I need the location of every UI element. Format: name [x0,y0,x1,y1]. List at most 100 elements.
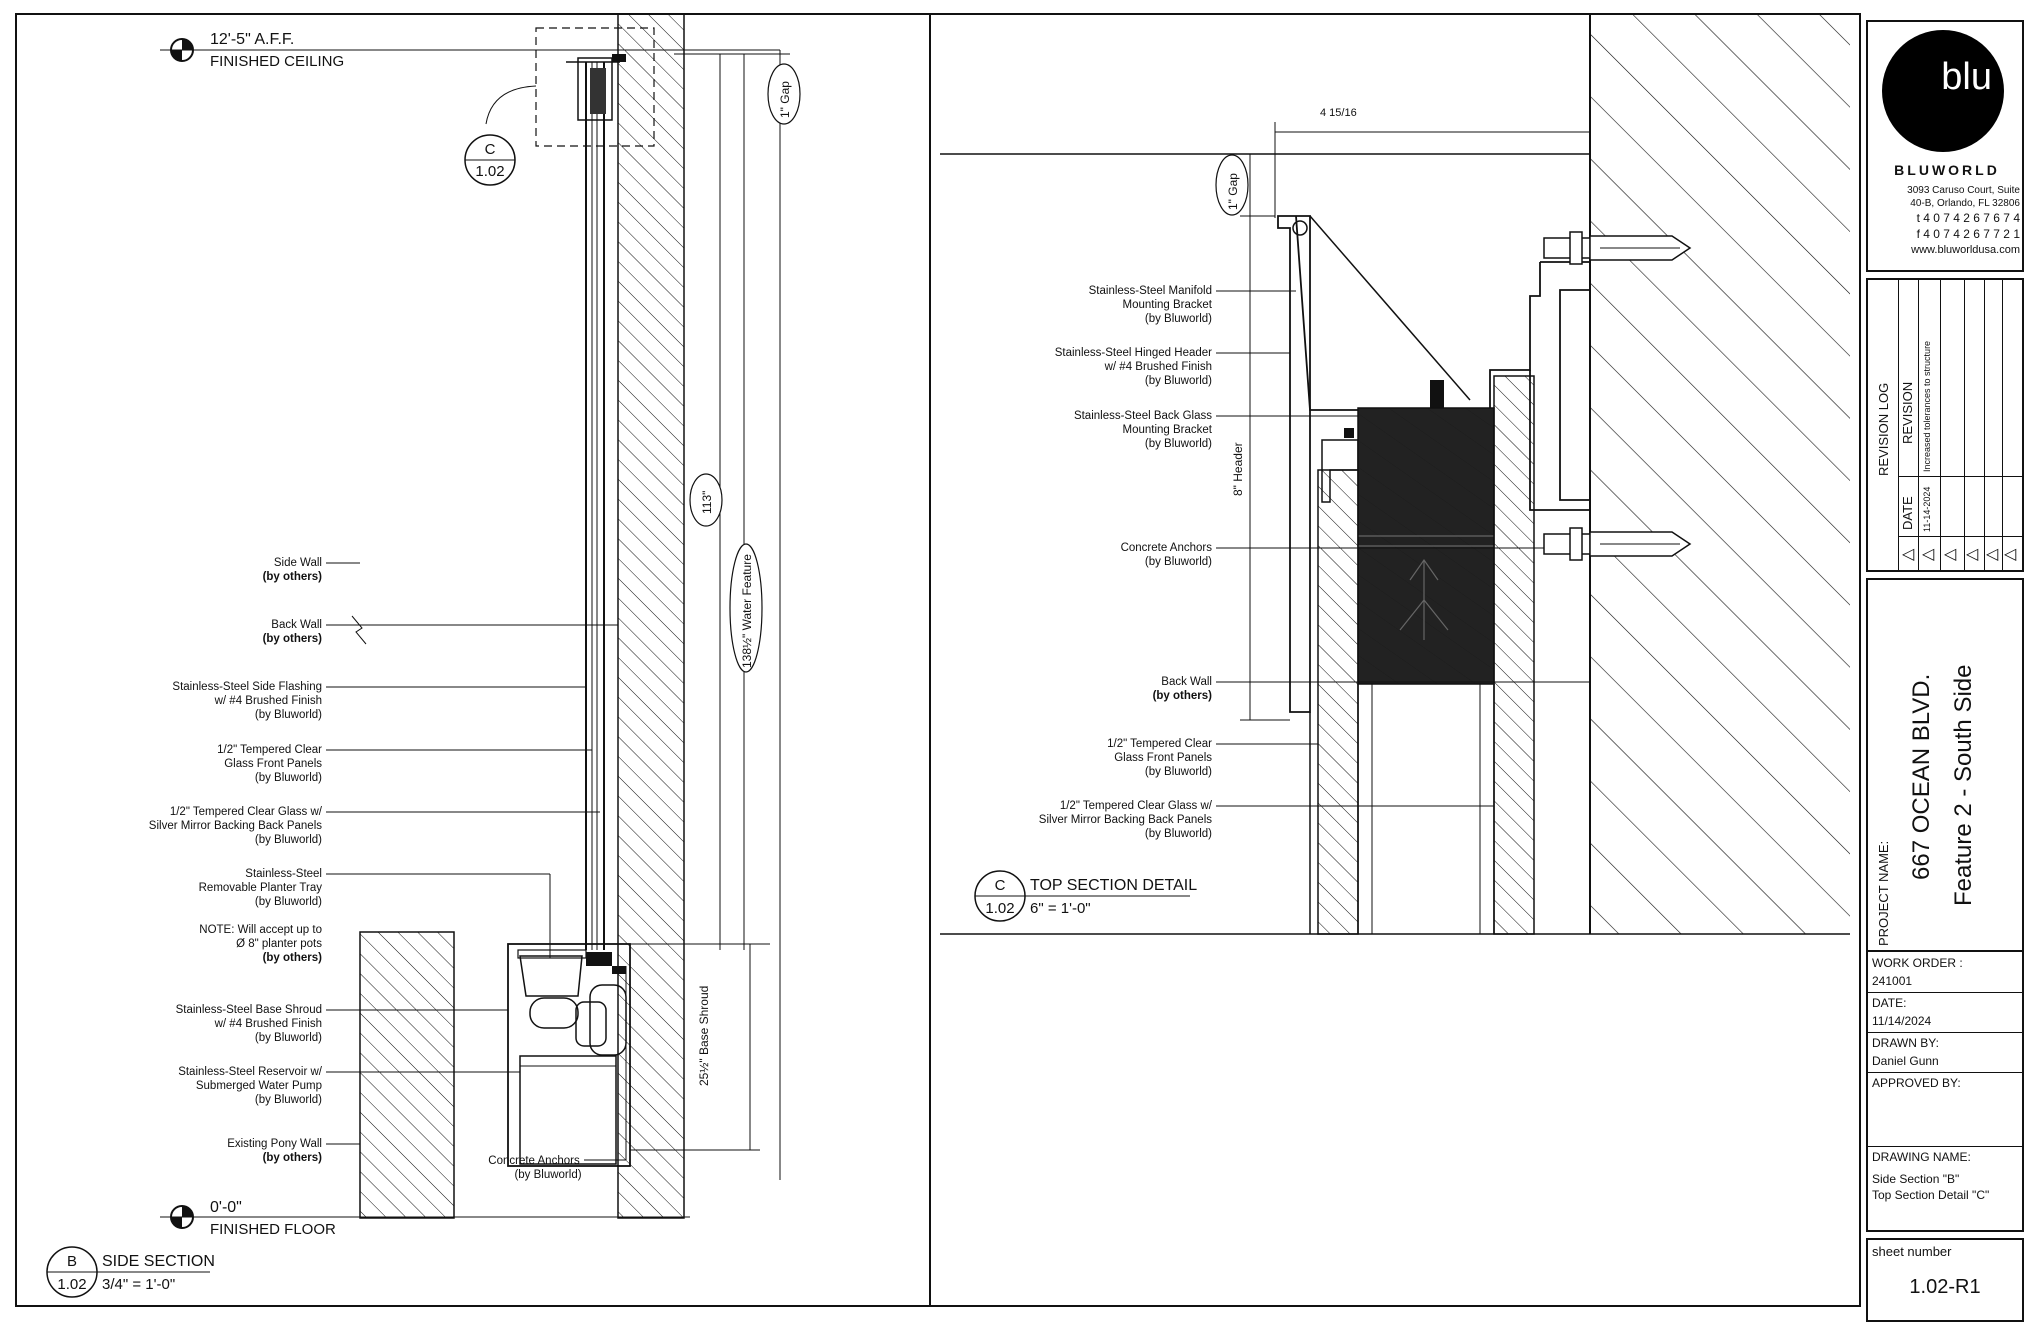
project-name-label: PROJECT NAME: [1876,840,1891,946]
detail-label-0-line1: Mounting Bracket [1123,299,1213,311]
ceiling-label-text: FINISHED CEILING [210,53,344,70]
logo-text: blu [1941,56,1992,98]
revision-triangle-2: ◁ [1922,546,1935,563]
front-glass-panel [1317,469,1359,935]
side-label-4-line0: 1/2" Tempered Clear Glass w/ [170,806,323,818]
sheet-number-box: sheet number 1.02-R1 [1866,1238,2024,1322]
side-label-6-line1: Ø 8" planter pots [236,938,322,950]
detail-label-2-line1: Mounting Bracket [1123,424,1213,436]
side-label-4-line2: (by Bluworld) [255,834,322,846]
revision-triangle-4: ◁ [1966,546,1979,563]
anchor-bottom [1543,527,1692,561]
date-header: DATE [1900,496,1915,530]
side-label-9-bold: (by others) [263,1152,323,1164]
top-detail-drawing: 4 15/16 1" Gap 8" Header [940,14,1850,935]
dim-top-text: 4 15/16 [1320,107,1357,119]
side-label-9-line0: Existing Pony Wall [227,1138,322,1150]
detail-label-5-line0: 1/2" Tempered Clear [1107,738,1212,750]
gap-cloud-side [767,63,801,125]
website-line: www.bluworldusa.com [1911,244,2020,256]
address-line-0: 3093 Caruso Court, Suite [1907,185,2020,196]
detail-c-sheet: 1.02 [985,900,1014,917]
detail-label-5-line2: (by Bluworld) [1145,766,1212,778]
floor-label-text: FINISHED FLOOR [210,1221,336,1238]
detail-label-6-line2: (by Bluworld) [1145,828,1212,840]
drawn-by-label: DRAWN BY: [1872,1036,1939,1050]
side-label-7-line1: w/ #4 Brushed Finish [214,1018,322,1030]
detail-label-0-line0: Stainless-Steel Manifold [1089,285,1212,297]
revision-triangle-1: ◁ [1902,546,1915,563]
gap-cloud-detail [1215,154,1249,216]
logo-box: blu BLUWORLD 3093 Caruso Court, Suite 40… [1866,20,2024,272]
work-order-label: WORK ORDER : [1872,956,1963,970]
sheet-border [15,13,1861,1307]
dim-gap-side: 1" Gap [778,81,792,118]
dim-gap-detail: 1" Gap [1226,173,1240,210]
work-order-value: 241001 [1872,974,1913,988]
side-label-6-line0: NOTE: Will accept up to [199,924,322,936]
drawn-by-value: Daniel Gunn [1872,1054,1939,1068]
revision-date: 11-14-2024 [1922,486,1932,532]
dim-113-text: 113" [700,491,714,514]
sheet-number-label: sheet number [1872,1244,1952,1259]
planter-tray [519,955,583,997]
side-label-6-bold: (by others) [263,952,323,964]
dim-feature-text: 138½" Water Feature [740,554,754,668]
section-b-sheet: 1.02 [57,1276,86,1293]
reservoir [519,1055,617,1165]
approved-by-label: APPROVED BY: [1872,1076,1961,1090]
side-label-3-line0: 1/2" Tempered Clear [217,744,322,756]
dim-header-text: 8" Header [1231,442,1245,496]
detail-label-2-line0: Stainless-Steel Back Glass [1074,410,1212,422]
side-label-5-line0: Stainless-Steel [245,868,322,880]
detail-label-6-line0: 1/2" Tempered Clear Glass w/ [1060,800,1213,812]
detail-label-3-line1: (by Bluworld) [1145,556,1212,568]
detail-label-2-line2: (by Bluworld) [1145,438,1212,450]
manifold-bracket [1529,261,1591,511]
revision-text: Increased tolerances to structure [1922,340,1932,472]
side-label-8-line2: (by Bluworld) [255,1094,322,1106]
top-detail-scale: 6" = 1'-0" [1030,900,1091,917]
drawing-name-line-1: Top Section Detail "C" [1872,1188,1990,1202]
date-label: DATE: [1872,996,1907,1010]
section-b-letter: B [67,1253,77,1270]
side-label-5-line1: Removable Planter Tray [199,882,323,894]
revision-header: REVISION [1900,381,1915,444]
detail-label-0-line2: (by Bluworld) [1145,313,1212,325]
drawing-name-label: DRAWING NAME: [1872,1150,1971,1164]
project-name-box: PROJECT NAME: 667 OCEAN BLVD. Feature 2 … [1866,578,2024,952]
detail-c-letter: C [995,877,1006,894]
side-label-5-line2: (by Bluworld) [255,896,322,908]
title-block: blu BLUWORLD 3093 Caruso Court, Suite 40… [1866,16,2024,1322]
side-label-2-line0: Stainless-Steel Side Flashing [172,681,322,693]
callout-letter-c: C [485,141,496,158]
detail-label-5-line1: Glass Front Panels [1114,752,1212,764]
back-wall-hatch [617,13,685,1219]
sheet-number-value: 1.02-R1 [1909,1276,1981,1298]
phone-line: t 4 0 7 4 2 6 7 6 7 4 [1916,211,2020,225]
side-section-scale: 3/4" = 1'-0" [102,1276,175,1293]
detail-label-1-line1: w/ #4 Brushed Finish [1104,361,1212,373]
side-label-1-line0: Back Wall [271,619,322,631]
anchors-label-line1: Concrete Anchors [488,1155,580,1167]
side-label-0-bold: (by others) [263,571,323,583]
callout-sheet-c: 1.02 [475,163,504,180]
revision-log-box: REVISION LOG REVISION DATE Increased tol… [1866,278,2024,572]
pony-wall-hatch [359,931,455,1219]
dim-feature-cloud [729,543,763,673]
hinged-header [1277,215,1311,713]
side-label-3-line2: (by Bluworld) [255,772,322,784]
side-label-8-line1: Submerged Water Pump [196,1080,322,1092]
base-shroud [507,943,631,1167]
structure-hatch [1590,14,1850,934]
detail-label-6-line1: Silver Mirror Backing Back Panels [1039,814,1212,826]
detail-label-3-line0: Concrete Anchors [1121,542,1213,554]
detail-label-1-line0: Stainless-Steel Hinged Header [1055,347,1212,359]
bluworld-logo: blu [1882,30,2004,152]
address-line-1: 40-B, Orlando, FL 32806 [1910,198,2020,209]
revision-log-title: REVISION LOG [1876,382,1891,476]
side-label-3-line1: Glass Front Panels [224,758,322,770]
project-name: 667 OCEAN BLVD. [1908,673,1935,880]
side-label-1-bold: (by others) [263,633,323,645]
